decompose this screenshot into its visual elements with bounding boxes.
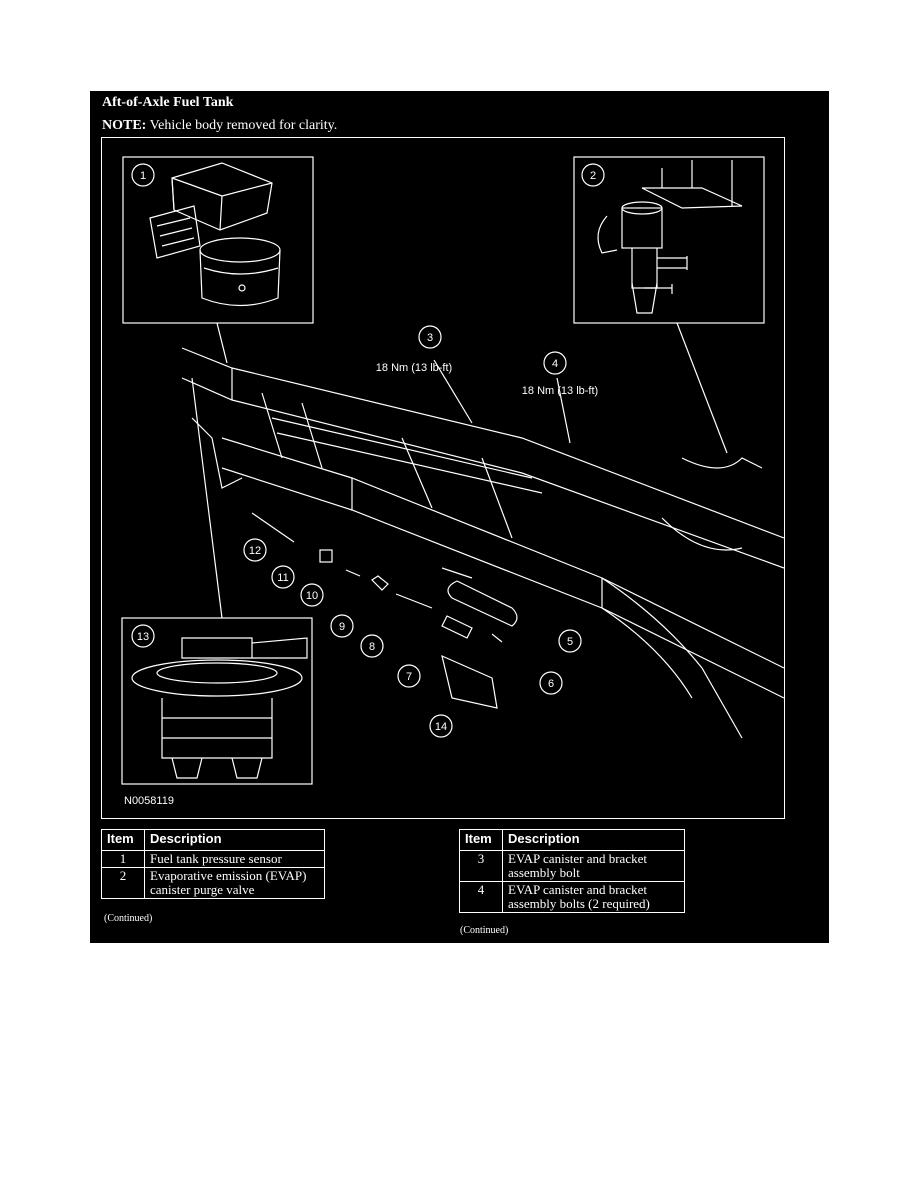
frame-rails-drawing [181,347,784,739]
callout-10: 10 [306,590,318,602]
item-table-right: Item Description 3 EVAP canister and bra… [459,829,685,913]
callout-14: 14 [435,721,447,733]
callout-8: 8 [369,641,375,653]
leader-13 [191,377,223,619]
sensor-port-drawing [131,637,308,779]
callout-11: 11 [277,572,288,584]
callout-7: 7 [406,671,412,683]
note-label: NOTE: [102,118,147,133]
table-header-row: Item Description [101,829,325,851]
callout-6: 6 [548,678,554,690]
item-description: Fuel tank pressure sensor [144,850,325,868]
callout-labels: 1 2 3 4 5 6 7 8 9 10 11 12 13 14 18 Nm (… [137,170,598,733]
figure-artwork: 1 2 3 4 5 6 7 8 9 10 11 12 13 14 18 Nm (… [121,156,784,785]
callout-2: 2 [590,170,596,182]
figure-id: N0058119 [124,795,174,807]
item-number: 1 [101,850,145,868]
description-header: Description [144,829,325,851]
callout-13: 13 [137,631,149,643]
continued-note-left: (Continued) [104,913,153,924]
table-row: 4 EVAP canister and bracket assembly bol… [459,881,685,913]
item-number: 2 [101,867,145,899]
item-number: 3 [459,850,503,882]
item-description: EVAP canister and bracket assembly bolt [502,850,685,882]
torque-label-3: 18 Nm (13 lb-ft) [376,362,452,374]
callout-9: 9 [339,621,345,633]
callout-circles [131,163,605,738]
item-number: 4 [459,881,503,913]
pressure-sensor-drawing [149,162,281,307]
leader-1 [216,322,228,364]
callout-4: 4 [552,358,558,370]
item-table-left: Item Description 1 Fuel tank pressure se… [101,829,325,899]
inset-box-13 [121,617,313,785]
table-row: 1 Fuel tank pressure sensor [101,850,325,868]
diagram-panel: Aft-of-Axle Fuel Tank NOTE: Vehicle body… [90,91,829,943]
inset-box-2 [573,156,765,324]
continued-note-right: (Continued) [460,925,509,936]
leader-3 [433,359,473,424]
item-description: Evaporative emission (EVAP) canister pur… [144,867,325,899]
leader-4 [556,377,571,444]
note-text: Vehicle body removed for clarity. [146,118,338,133]
section-heading: Aft-of-Axle Fuel Tank [102,95,234,110]
item-header: Item [459,829,503,851]
table-row: 3 EVAP canister and bracket assembly bol… [459,850,685,882]
torque-label-4: 18 Nm (13 lb-ft) [522,385,598,397]
leader-2 [676,322,728,454]
table-header-row: Item Description [459,829,685,851]
item-description: EVAP canister and bracket assembly bolts… [502,881,685,913]
item-header: Item [101,829,145,851]
callout-1: 1 [140,170,146,182]
exploded-parts-drawing [251,512,518,709]
note-line: NOTE: Vehicle body removed for clarity. [102,118,337,134]
callout-12: 12 [249,545,261,557]
purge-valve-drawing [597,160,743,314]
callout-3: 3 [427,332,433,344]
description-header: Description [502,829,685,851]
table-row: 2 Evaporative emission (EVAP) canister p… [101,867,325,899]
exploded-view-figure: 1 2 3 4 5 6 7 8 9 10 11 12 13 14 18 Nm (… [101,137,785,819]
callout-5: 5 [567,636,573,648]
inset-box-1 [122,156,314,324]
